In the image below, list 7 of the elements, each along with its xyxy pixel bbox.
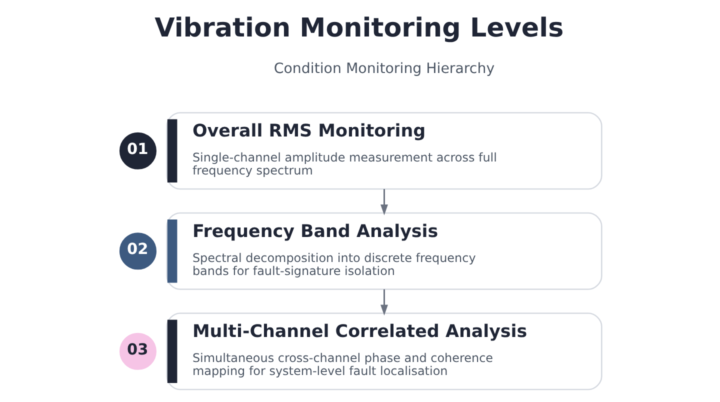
node-circle: 01: [117, 130, 159, 172]
node-circle: 02: [117, 230, 159, 272]
arrow: [380, 189, 388, 216]
diagram-title: Vibration Monitoring Levels: [154, 14, 564, 44]
node-circle: 03: [117, 330, 159, 372]
label: Condition Monitoring Hierarchy: [274, 60, 495, 77]
arrow: [380, 289, 388, 316]
